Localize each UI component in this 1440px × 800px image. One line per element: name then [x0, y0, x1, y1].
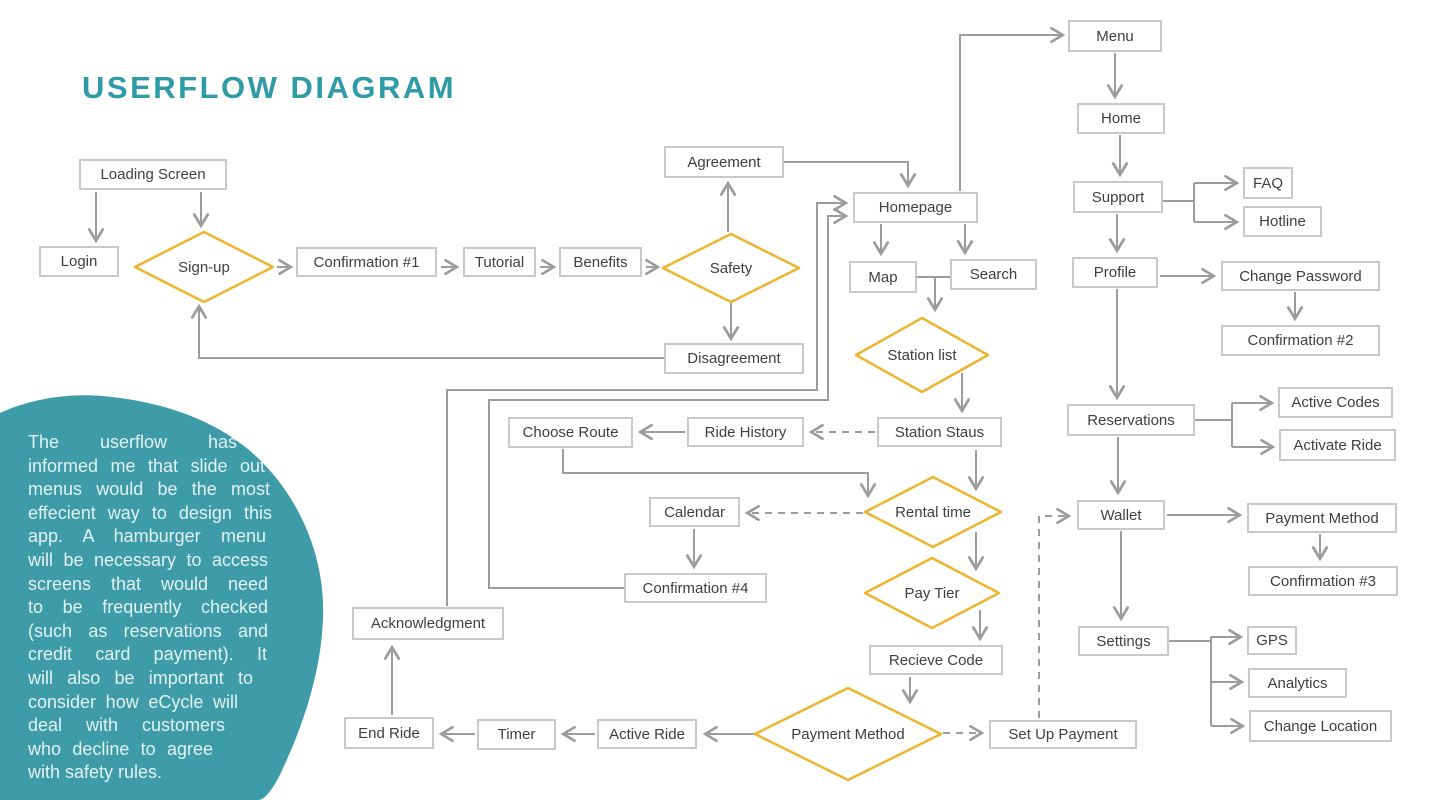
node-hotline: Hotline	[1243, 206, 1322, 237]
station-list-diamond	[854, 316, 990, 394]
note-line: who decline to agree	[28, 738, 213, 759]
teal-blob	[0, 395, 324, 800]
node-active-codes: Active Codes	[1278, 387, 1393, 418]
solid-connectors	[87, 26, 1329, 743]
node-home: Home	[1077, 103, 1165, 134]
node-end-ride: End Ride	[344, 717, 434, 749]
note-line: to be frequently checked	[28, 597, 268, 618]
node-tutorial: Tutorial	[463, 247, 536, 277]
note-text: The userflow has informed me that slide …	[28, 431, 272, 785]
node-agreement: Agreement	[664, 146, 784, 178]
node-change-location: Change Location	[1249, 710, 1392, 742]
note-line: will also be important to	[28, 667, 253, 688]
node-rental-time: Rental time	[895, 503, 971, 521]
node-activate-ride: Activate Ride	[1279, 429, 1396, 461]
node-disagreement: Disagreement	[664, 343, 804, 374]
note-line: screens that would need	[28, 573, 268, 594]
node-loading-screen: Loading Screen	[79, 159, 227, 190]
note-line: consider how eCycle will	[28, 691, 238, 712]
node-station-staus: Station Staus	[877, 417, 1002, 447]
pay-tier-diamond	[863, 556, 1001, 630]
node-confirmation-2: Confirmation #2	[1221, 325, 1380, 356]
node-wallet: Wallet	[1077, 500, 1165, 530]
note-line: credit card payment). It	[28, 644, 267, 665]
note-line: informed me that slide out	[28, 455, 265, 476]
node-map: Map	[849, 261, 917, 293]
node-faq: FAQ	[1243, 167, 1293, 199]
node-support: Support	[1073, 181, 1163, 213]
node-login: Login	[39, 246, 119, 277]
node-confirmation-4: Confirmation #4	[624, 573, 767, 603]
node-menu: Menu	[1068, 20, 1162, 52]
note-line: effecient way to design this	[28, 502, 272, 523]
sign-up-diamond	[133, 230, 275, 304]
node-benefits: Benefits	[559, 247, 642, 277]
note-line: (such as reservations and	[28, 620, 268, 641]
node-acknowledgment: Acknowledgment	[352, 607, 504, 640]
node-recieve-code: Recieve Code	[869, 645, 1003, 675]
safety-diamond	[661, 232, 801, 304]
node-reservations: Reservations	[1067, 404, 1195, 436]
node-timer: Timer	[477, 719, 556, 750]
payment-method-diamond	[753, 686, 943, 782]
node-set-up-payment: Set Up Payment	[989, 720, 1137, 749]
note-line: The userflow has	[28, 432, 237, 452]
note-line: with safety rules.	[28, 762, 163, 783]
node-profile: Profile	[1072, 257, 1158, 288]
node-station-list: Station list	[887, 346, 957, 364]
node-homepage: Homepage	[853, 192, 978, 223]
node-payment-method-decision: Payment Method	[791, 725, 905, 743]
node-settings: Settings	[1078, 626, 1169, 656]
node-analytics: Analytics	[1248, 668, 1347, 698]
note-line: will be necessary to access	[28, 549, 268, 570]
note-line: menus would be the most	[28, 479, 270, 500]
node-change-password: Change Password	[1221, 261, 1380, 291]
node-choose-route: Choose Route	[508, 417, 633, 448]
node-sign-up: Sign-up	[178, 258, 230, 276]
node-ride-history: Ride History	[687, 417, 804, 447]
rental-time-diamond	[863, 475, 1003, 549]
node-gps: GPS	[1247, 626, 1297, 655]
note-line: app. A hamburger menu	[28, 526, 266, 547]
node-pay-tier: Pay Tier	[904, 584, 960, 602]
decision-diamond-shapes	[133, 230, 1003, 782]
node-payment-method-page: Payment Method	[1247, 503, 1397, 533]
node-search: Search	[950, 259, 1037, 290]
node-safety: Safety	[709, 259, 753, 277]
node-confirmation-3: Confirmation #3	[1248, 566, 1398, 596]
node-confirmation-1: Confirmation #1	[296, 247, 437, 277]
node-calendar: Calendar	[649, 497, 740, 527]
note-line: deal with customers	[28, 715, 225, 736]
dashed-connectors	[744, 423, 1072, 742]
page-title: USERFLOW DIAGRAM	[82, 70, 457, 105]
node-active-ride: Active Ride	[597, 719, 697, 749]
